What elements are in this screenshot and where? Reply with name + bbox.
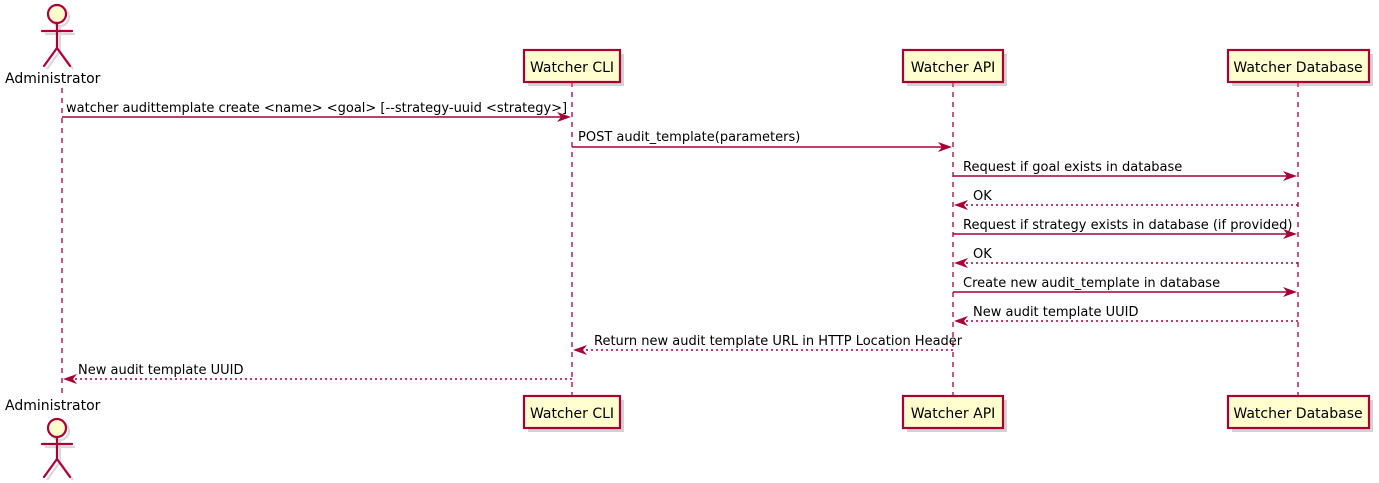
participant-box[interactable] <box>522 394 622 430</box>
participant-box[interactable] <box>1226 394 1371 430</box>
message-label: New audit template UUID <box>78 363 243 378</box>
arrow-head-icon <box>954 316 968 326</box>
arrow-head-icon <box>954 258 968 268</box>
message-4: OK <box>954 189 1298 210</box>
participant-watcher-database-top[interactable]: Watcher Database <box>1226 48 1373 86</box>
actor-left-leg-icon-bottom <box>42 457 59 479</box>
lifelines <box>61 82 1299 396</box>
participant-watcher-database-bottom[interactable]: Watcher Database <box>1226 394 1373 432</box>
message-label: OK <box>973 247 992 262</box>
arrow-head-icon <box>573 345 587 355</box>
message-label: New audit template UUID <box>973 305 1138 320</box>
participant-box[interactable] <box>1226 48 1371 84</box>
actor-administrator-top[interactable]: Administrator <box>5 3 101 87</box>
actor-administrator-bottom[interactable]: Administrator <box>5 398 101 481</box>
message-label: Create new audit_template in database <box>963 276 1220 291</box>
message-label: watcher audittemplate create <name> <goa… <box>66 101 567 116</box>
participant-label-watcher-api-bottom: Watcher API <box>911 406 996 422</box>
message-label: Request if goal exists in database <box>963 160 1182 175</box>
message-8: New audit template UUID <box>954 305 1298 326</box>
arrow-head-icon <box>1283 171 1297 181</box>
message-1: watcher audittemplate create <name> <goa… <box>62 101 571 122</box>
participant-label-watcher-cli-top: Watcher CLI <box>530 60 614 76</box>
message-10: New audit template UUID <box>63 363 572 384</box>
arrow-head-icon <box>938 142 952 152</box>
actor-left-leg-icon <box>42 46 59 68</box>
actor-right-leg-icon <box>55 46 72 68</box>
arrow-head-icon <box>954 200 968 210</box>
participant-watcher-api-top[interactable]: Watcher API <box>901 48 1007 86</box>
message-label: Request if strategy exists in database (… <box>963 218 1292 233</box>
message-label: Return new audit template URL in HTTP Lo… <box>594 334 963 349</box>
message-9: Return new audit template URL in HTTP Lo… <box>573 334 963 355</box>
arrow-head-icon <box>1283 229 1297 239</box>
participant-label-watcher-database-top: Watcher Database <box>1233 60 1362 76</box>
arrow-head-icon <box>63 374 77 384</box>
arrow-head-icon <box>557 112 571 122</box>
actor-label-administrator-bottom: Administrator <box>5 398 101 414</box>
participant-watcher-cli-bottom[interactable]: Watcher CLI <box>522 394 624 432</box>
actor-head-icon-bottom <box>46 417 68 439</box>
participant-label-watcher-cli-bottom: Watcher CLI <box>530 406 614 422</box>
arrow-head-icon <box>1283 287 1297 297</box>
participant-label-watcher-database-bottom: Watcher Database <box>1233 406 1362 422</box>
message-5: Request if strategy exists in database (… <box>953 218 1297 239</box>
participant-watcher-cli-top[interactable]: Watcher CLI <box>522 48 624 86</box>
message-3: Request if goal exists in database <box>953 160 1297 181</box>
participant-box[interactable] <box>901 48 1005 84</box>
message-7: Create new audit_template in database <box>953 276 1297 297</box>
message-2: POST audit_template(parameters) <box>572 130 952 152</box>
message-label: OK <box>973 189 992 204</box>
message-6: OK <box>954 247 1298 268</box>
participant-box[interactable] <box>522 48 622 84</box>
participant-label-watcher-api-top: Watcher API <box>911 60 996 76</box>
actor-right-leg-icon-bottom <box>55 457 72 479</box>
participant-box[interactable] <box>901 394 1005 430</box>
message-label: POST audit_template(parameters) <box>578 130 800 145</box>
actor-head-icon <box>46 3 68 25</box>
participant-watcher-api-bottom[interactable]: Watcher API <box>901 394 1007 432</box>
actor-label-administrator-top: Administrator <box>5 71 101 87</box>
